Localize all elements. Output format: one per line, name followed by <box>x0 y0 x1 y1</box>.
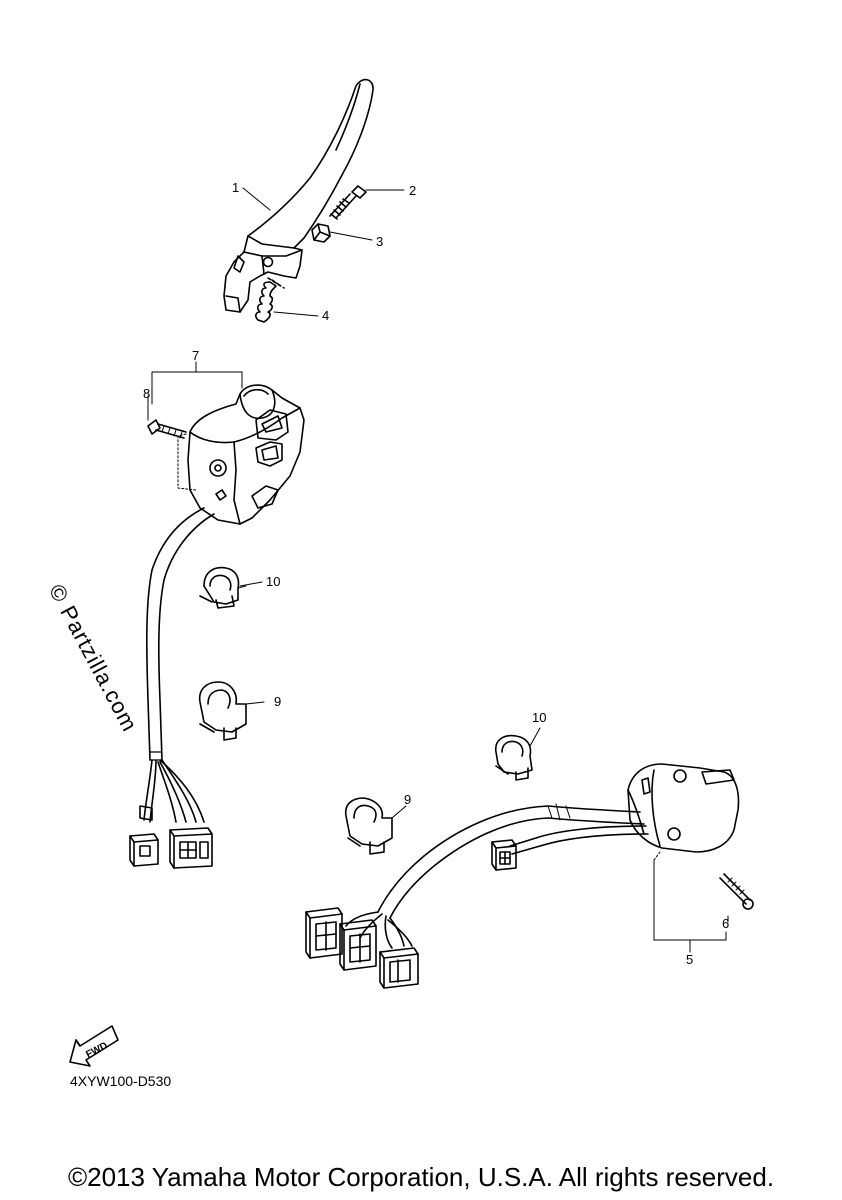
callout-10-left: 10 <box>266 574 280 589</box>
left-switch-assembly <box>129 361 305 869</box>
diagram-code: 4XYW100-D530 <box>70 1073 172 1089</box>
spring-part-4 <box>255 277 285 323</box>
callout-10-right: 10 <box>532 710 546 725</box>
callout-3: 3 <box>376 234 383 249</box>
clamp-part-9-right <box>344 797 407 855</box>
lever-part <box>223 78 374 313</box>
callout-5: 5 <box>686 952 693 967</box>
callout-9-left: 9 <box>274 694 281 709</box>
copyright-notice: ©2013 Yamaha Motor Corporation, U.S.A. A… <box>67 1162 775 1192</box>
leader-lines-top <box>242 187 405 317</box>
clamp-part-10-right <box>494 727 541 781</box>
bolt-part-2 <box>329 185 367 220</box>
callout-1: 1 <box>232 180 239 195</box>
fwd-label: FWD <box>84 1040 109 1060</box>
callout-6: 6 <box>722 916 729 931</box>
callout-9-right: 9 <box>404 792 411 807</box>
callout-2: 2 <box>409 183 416 198</box>
nut-part-3 <box>311 223 331 243</box>
callout-labels: 1 2 3 4 7 8 10 9 10 9 6 5 FWD <box>84 180 729 1061</box>
clamp-part-9-left <box>198 681 265 741</box>
callout-8: 8 <box>143 386 150 401</box>
right-switch-assembly <box>305 763 754 989</box>
callout-7: 7 <box>192 348 199 363</box>
fwd-arrow <box>69 1025 119 1067</box>
clamp-part-10-left <box>199 566 263 609</box>
callout-4: 4 <box>322 308 329 323</box>
